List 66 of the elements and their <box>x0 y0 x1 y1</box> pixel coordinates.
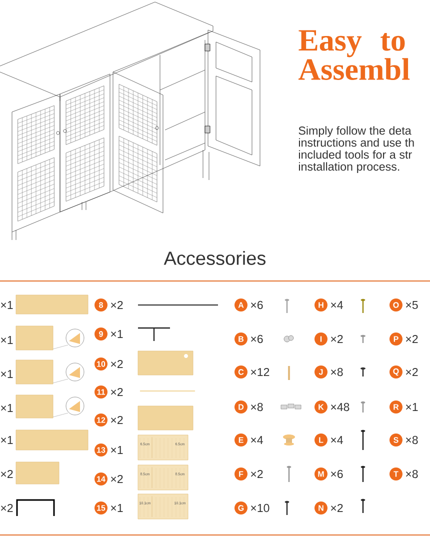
number-badge: J <box>314 366 328 378</box>
number-badge: B <box>234 332 248 346</box>
quantity-label: ×1 <box>111 446 123 454</box>
quantity-label: ×6 <box>331 470 343 478</box>
number-badge: C <box>234 366 248 378</box>
number-badge: M <box>314 468 328 480</box>
quantity-label: ×10 <box>251 504 270 512</box>
number-badge: I <box>314 332 328 346</box>
number-badge: L <box>314 434 328 446</box>
description: Simply follow the deta instructions and use th included tools for a str installation process. <box>298 126 414 174</box>
number-badge: Q <box>390 366 402 378</box>
quantity-label: ×1 <box>1 370 13 378</box>
quantity-label: ×2 <box>111 416 123 424</box>
quantity-label: ×2 <box>406 368 418 376</box>
quantity-label: ×5 <box>406 301 418 309</box>
number-badge: O <box>390 298 402 312</box>
quantity-label: ×2 <box>111 474 123 484</box>
quantity-label: ×1 <box>1 404 13 412</box>
quantity-label: ×8 <box>406 470 418 478</box>
number-badge: 9 <box>94 328 108 340</box>
number-badge: K <box>314 400 328 414</box>
quantity-label: ×1 <box>1 301 13 309</box>
number-badge: 13 <box>94 444 108 456</box>
number-badge: 14 <box>94 472 108 486</box>
quantity-label: ×2 <box>331 504 343 512</box>
number-badge: H <box>314 298 328 312</box>
number-badge: 8 <box>94 298 108 312</box>
quantity-label: ×1 <box>111 330 123 338</box>
number-badge: A <box>234 298 248 312</box>
quantity-label: ×4 <box>331 436 343 444</box>
number-badge: G <box>234 502 248 514</box>
title: Easy to Assembl <box>298 30 410 80</box>
quantity-label: ×1 <box>406 403 418 411</box>
quantity-label: ×48 <box>331 402 350 412</box>
quantity-label: ×2 <box>111 388 123 396</box>
quantity-label: ×2 <box>406 334 418 344</box>
quantity-label: ×8 <box>251 402 263 412</box>
number-badge: N <box>314 502 328 514</box>
number-badge: 15 <box>94 502 108 514</box>
number-badge: 12 <box>94 414 108 426</box>
quantity-label: ×6 <box>251 300 263 310</box>
number-badge: S <box>390 434 402 446</box>
number-badge: P <box>390 332 402 346</box>
quantity-label: ×1 <box>111 504 123 512</box>
number-badge: 11 <box>94 386 108 398</box>
quantity-label: ×2 <box>111 360 123 368</box>
quantity-label: ×1 <box>1 436 13 444</box>
quantity-label: ×4 <box>251 436 263 444</box>
number-badge: 10 <box>94 358 108 370</box>
number-badge: T <box>390 468 402 480</box>
quantity-label: ×12 <box>251 368 270 376</box>
number-badge: D <box>234 400 248 414</box>
quantity-label: ×2 <box>1 470 13 478</box>
quantity-label: ×2 <box>1 504 13 512</box>
number-badge: E <box>234 434 248 446</box>
number-badge: F <box>234 468 248 480</box>
quantity-label: ×2 <box>111 300 123 310</box>
section-heading: Accessories <box>164 251 266 265</box>
number-badge: R <box>390 400 402 414</box>
quantity-label: ×2 <box>331 334 343 344</box>
quantity-label: ×8 <box>331 368 343 376</box>
quantity-label: ×4 <box>331 301 343 309</box>
quantity-label: ×1 <box>1 336 13 344</box>
quantity-label: ×2 <box>251 470 263 478</box>
quantity-label: ×6 <box>251 334 263 344</box>
quantity-label: ×8 <box>406 436 418 444</box>
